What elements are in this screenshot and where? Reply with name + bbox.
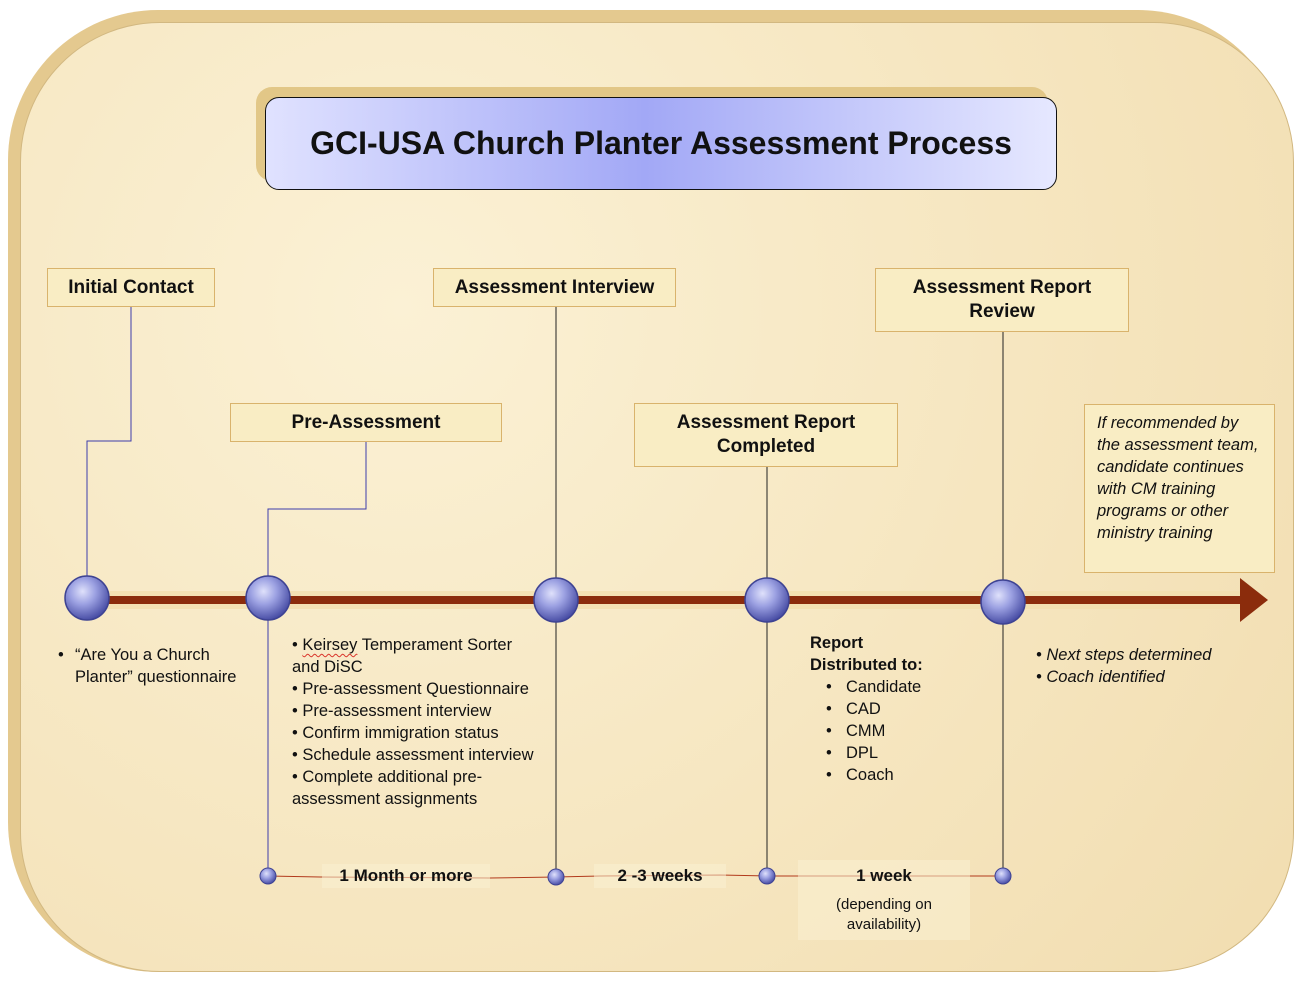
duration-node-1 [259, 867, 277, 885]
list-item: • Next steps determined [1036, 646, 1212, 664]
list-item-text: Coach identified [1046, 668, 1165, 686]
node-report-completed [744, 577, 790, 623]
list-item: • Complete additional pre-assessment ass… [292, 768, 483, 808]
list-item: DPL [826, 742, 970, 764]
node-report-review [980, 579, 1026, 625]
connector-pre-assessment [267, 442, 367, 876]
node-initial-contact [64, 575, 110, 621]
duration-node-2 [547, 868, 565, 886]
review-outcomes: • Next steps determined • Coach identifi… [1036, 644, 1266, 688]
label-report-completed: Assessment Report Completed [634, 403, 898, 467]
distribution-heading: Report Distributed to: [810, 634, 923, 674]
list-item-text: Confirm immigration status [302, 724, 499, 742]
recipient-list: Candidate CAD CMM DPL Coach [810, 676, 970, 786]
diagram-title: GCI-USA Church Planter Assessment Proces… [265, 97, 1057, 190]
timeline-arrowhead [1240, 578, 1268, 622]
report-distribution: Report Distributed to: Candidate CAD CMM… [810, 632, 970, 786]
recommendation-note: If recommended by the assessment team, c… [1084, 404, 1275, 573]
list-item: • Keirsey Temperament Sorter and DiSC [292, 636, 513, 676]
list-item: • Confirm immigration status [292, 724, 499, 742]
list-item: • “Are You a Church Planter” questionnai… [58, 644, 248, 688]
bullet: • [58, 646, 64, 664]
duration-label-2: 2 -3 weeks [594, 864, 726, 888]
list-item: CMM [826, 720, 970, 742]
node-assessment-interview [533, 577, 579, 623]
duration-label-3: 1 week [856, 866, 912, 885]
label-assessment-interview: Assessment Interview [433, 268, 676, 307]
list-item: • Pre-assessment Questionnaire [292, 680, 529, 698]
list-item: Coach [826, 764, 970, 786]
list-item: • Schedule assessment interview [292, 746, 534, 764]
list-item-text: Schedule assessment interview [302, 746, 534, 764]
list-item-text: Next steps determined [1046, 646, 1212, 664]
list-item-text: Pre-assessment interview [302, 702, 492, 720]
duration-label-1: 1 Month or more [322, 864, 490, 888]
list-item: • Pre-assessment interview [292, 702, 492, 720]
label-pre-assessment: Pre-Assessment [230, 403, 502, 442]
connector-initial-contact [86, 307, 132, 598]
initial-contact-details: • “Are You a Church Planter” questionnai… [58, 644, 248, 688]
list-item-text: Complete additional pre-assessment assig… [292, 768, 483, 808]
duration-box-3: 1 week (depending on availability) [798, 860, 970, 940]
list-item-text: “Are You a Church Planter” questionnaire [75, 646, 237, 686]
label-report-review: Assessment Report Review [875, 268, 1129, 332]
list-item-text: Keirsey [302, 636, 358, 654]
list-item-text: Temperament Sorter and DiSC [292, 636, 513, 676]
duration-note-3: (depending on availability) [836, 896, 932, 933]
label-initial-contact: Initial Contact [47, 268, 215, 307]
list-item: • Coach identified [1036, 668, 1165, 686]
duration-node-4 [994, 867, 1012, 885]
list-item: CAD [826, 698, 970, 720]
pre-assessment-details: • Keirsey Temperament Sorter and DiSC • … [292, 634, 537, 810]
list-item-text: Pre-assessment Questionnaire [302, 680, 529, 698]
node-pre-assessment [245, 575, 291, 621]
list-item: Candidate [826, 676, 970, 698]
duration-node-3 [758, 867, 776, 885]
